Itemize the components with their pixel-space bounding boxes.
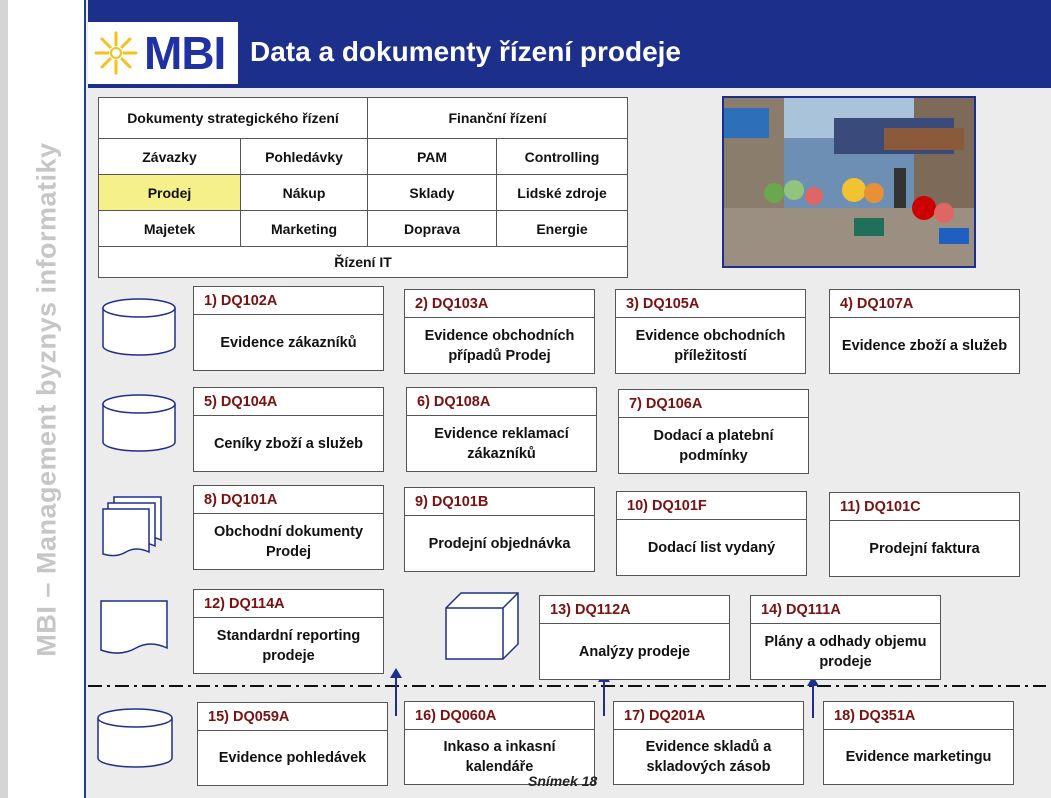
page-title: Data a dokumenty řízení prodeje <box>250 36 681 67</box>
grid-it: Řízení IT <box>98 246 628 278</box>
grid-cell-lidske-zdroje: Lidské zdroje <box>496 174 628 211</box>
grid-cell-zavazky: Závazky <box>98 138 241 175</box>
grid-cell-prodej: Prodej <box>98 174 241 211</box>
box-code: 3) DQ105A <box>616 290 805 318</box>
data-box-dq105a: 3) DQ105A Evidence obchodních příležitos… <box>615 289 806 374</box>
data-box-dq112a: 13) DQ112A Analýzy prodeje <box>539 595 730 680</box>
box-desc: Inkaso a inkasní kalendáře <box>443 739 556 775</box>
data-box-dq103a: 2) DQ103A Evidence obchodních případů Pr… <box>404 289 595 374</box>
cube-icon <box>445 592 519 660</box>
box-desc: Prodejní objednávka <box>428 535 571 552</box>
box-code: 11) DQ101C <box>830 493 1019 521</box>
data-box-dq101b: 9) DQ101B Prodejní objednávka <box>404 487 595 572</box>
box-desc: Evidence zákazníků <box>220 334 357 351</box>
box-desc: Prodejní faktura <box>869 540 980 557</box>
data-box-dq201a: 17) DQ201A Evidence skladů a skladových … <box>613 701 804 785</box>
box-desc: Dodací a platební podmínky <box>653 427 774 464</box>
box-code: 12) DQ114A <box>194 590 383 618</box>
slide-number: Snímek 18 <box>528 773 598 789</box>
box-code: 4) DQ107A <box>830 290 1019 318</box>
box-desc: Evidence skladů a skladových zásob <box>645 739 772 775</box>
box-desc: Evidence obchodních příležitostí <box>635 327 786 364</box>
box-code: 16) DQ060A <box>405 702 594 730</box>
arrow-up-icon <box>807 676 819 718</box>
data-box-dq101c: 11) DQ101C Prodejní faktura <box>829 492 1020 577</box>
box-desc: Evidence reklamací zákazníků <box>434 425 569 462</box>
box-desc: Analýzy prodeje <box>578 643 691 660</box>
box-code: 5) DQ104A <box>194 388 383 416</box>
box-desc: Evidence pohledávek <box>218 750 367 766</box>
data-box-dq101f: 10) DQ101F Dodací list vydaný <box>616 491 807 576</box>
box-desc: Ceníky zboží a služeb <box>213 435 364 452</box>
grid-finance: Finanční řízení <box>367 97 628 139</box>
database-icon <box>97 708 173 768</box>
data-box-dq104a: 5) DQ104A Ceníky zboží a služeb <box>193 387 384 472</box>
logo-text: MBI <box>144 27 226 79</box>
data-box-dq060a: 16) DQ060A Inkaso a inkasní kalendáře <box>404 701 595 785</box>
grid-cell-sklady: Sklady <box>367 174 497 211</box>
box-desc: Evidence zboží a služeb <box>841 337 1008 354</box>
market-photo <box>722 96 976 268</box>
grid-cell-pohledavky: Pohledávky <box>240 138 368 175</box>
box-desc: Plány a odhady objemu prodeje <box>764 633 927 670</box>
data-box-dq107a: 4) DQ107A Evidence zboží a služeb <box>829 289 1020 374</box>
box-code: 18) DQ351A <box>824 702 1013 730</box>
sidebar <box>8 0 86 798</box>
grid-cell-majetek: Majetek <box>98 210 241 247</box>
box-desc: Evidence obchodních případů Prodej <box>424 327 575 364</box>
box-code: 15) DQ059A <box>198 703 387 731</box>
arrow-up-icon <box>390 668 402 716</box>
grid-cell-energie: Energie <box>496 210 628 247</box>
box-code: 14) DQ111A <box>751 596 940 624</box>
box-code: 7) DQ106A <box>619 390 808 418</box>
box-code: 8) DQ101A <box>194 486 383 514</box>
grid-cell-controlling: Controlling <box>496 138 628 175</box>
data-box-dq102a: 1) DQ102A Evidence zákazníků <box>193 286 384 371</box>
database-icon <box>102 394 176 452</box>
database-icon <box>102 298 176 356</box>
sun-icon <box>94 31 138 75</box>
box-code: 17) DQ201A <box>614 702 803 730</box>
grid-cell-nakup: Nákup <box>240 174 368 211</box>
box-code: 1) DQ102A <box>194 287 383 315</box>
box-code: 10) DQ101F <box>617 492 806 520</box>
grid-cell-pam: PAM <box>367 138 497 175</box>
box-desc: Dodací list vydaný <box>647 539 776 556</box>
data-box-dq111a: 14) DQ111A Plány a odhady objemu prodeje <box>750 595 941 680</box>
document-icon <box>100 600 168 654</box>
grid-strategic: Dokumenty strategického řízení <box>98 97 368 139</box>
box-desc: Evidence marketingu <box>845 749 992 765</box>
box-desc: Standardní reporting prodeje <box>216 627 361 664</box>
separator-line <box>88 685 1046 687</box>
grid-cell-doprava: Doprava <box>367 210 497 247</box>
data-box-dq101a: 8) DQ101A Obchodní dokumenty Prodej <box>193 485 384 570</box>
grid-cell-marketing: Marketing <box>240 210 368 247</box>
data-box-dq114a: 12) DQ114A Standardní reporting prodeje <box>193 589 384 674</box>
sidebar-title: MBI – Management byznys informatiky <box>31 141 62 657</box>
data-box-dq351a: 18) DQ351A Evidence marketingu <box>823 701 1014 785</box>
header-bar <box>88 0 1051 88</box>
box-code: 13) DQ112A <box>540 596 729 624</box>
box-desc: Obchodní dokumenty Prodej <box>213 523 364 560</box>
multi-document-icon <box>102 496 162 557</box>
box-code: 9) DQ101B <box>405 488 594 516</box>
mbi-logo: MBI <box>88 22 238 84</box>
box-code: 2) DQ103A <box>405 290 594 318</box>
data-box-dq106a: 7) DQ106A Dodací a platební podmínky <box>618 389 809 474</box>
box-code: 6) DQ108A <box>407 388 596 416</box>
data-box-dq059a: 15) DQ059A Evidence pohledávek <box>197 702 388 786</box>
data-box-dq108a: 6) DQ108A Evidence reklamací zákazníků <box>406 387 597 472</box>
